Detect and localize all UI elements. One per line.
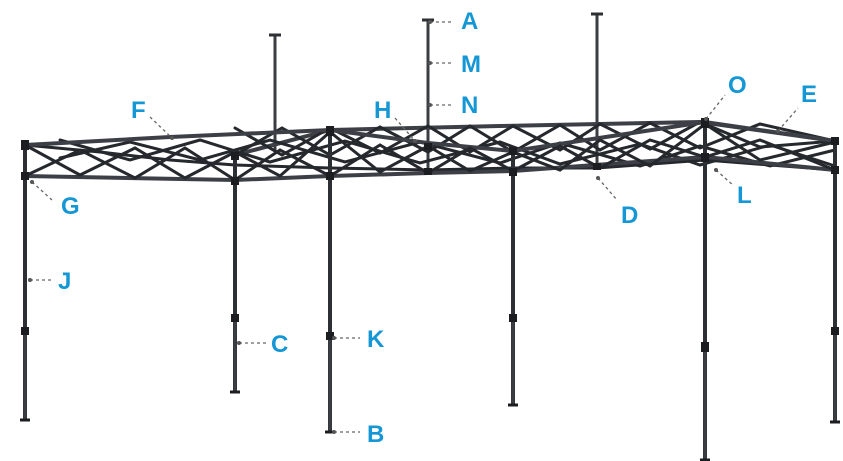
callout-l-label: L — [737, 182, 752, 209]
callout-o-label: O — [728, 72, 747, 99]
callout-j: J — [28, 268, 71, 295]
callout-a: A — [428, 8, 478, 35]
callout-h-label: H — [374, 97, 391, 124]
callout-d: D — [596, 176, 638, 229]
callout-n-label: N — [461, 92, 478, 119]
callout-l: L — [714, 168, 752, 209]
canopy-frame — [20, 12, 840, 461]
callout-k: K — [332, 326, 385, 353]
callout-c-label: C — [271, 331, 288, 358]
callout-f: F — [131, 97, 174, 140]
callout-a-label: A — [461, 8, 478, 35]
callout-m-label: M — [461, 51, 481, 78]
callout-g-label: G — [61, 193, 80, 220]
callout-j-label: J — [58, 268, 71, 295]
callout-o: O — [704, 72, 747, 121]
callout-g: G — [30, 180, 80, 220]
callout-d-label: D — [621, 202, 638, 229]
callout-e-label: E — [801, 81, 817, 108]
callout-m: M — [428, 51, 481, 78]
callout-b-label: B — [367, 421, 384, 448]
callout-n: N — [428, 92, 478, 119]
callout-b: B — [332, 421, 384, 448]
callout-e: E — [776, 81, 817, 133]
callout-c: C — [237, 331, 288, 358]
callout-k-label: K — [367, 326, 385, 353]
callouts: A M N O E F — [28, 8, 817, 448]
callout-f-label: F — [131, 97, 146, 124]
callout-h: H — [374, 97, 417, 143]
